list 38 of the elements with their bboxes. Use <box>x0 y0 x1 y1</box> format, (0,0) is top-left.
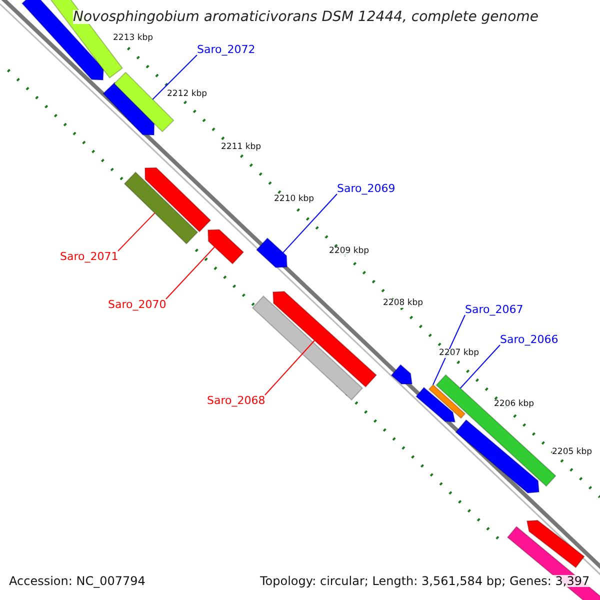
gene-block <box>455 419 540 494</box>
info-text: Accession: NC_007794 <box>9 575 146 587</box>
scale-label: 2210 kbp <box>274 195 314 204</box>
gene-block <box>207 229 244 265</box>
leader-line <box>152 54 198 100</box>
leader-line <box>166 246 216 300</box>
gene-block <box>506 526 600 600</box>
scale-label: 2208 kbp <box>383 299 424 308</box>
scale-label: 2213 kbp <box>113 34 154 42</box>
leader-line <box>460 344 500 389</box>
gene-label: Saro_2066 <box>500 334 558 345</box>
gene-label: Saro_2071 <box>60 251 118 262</box>
gene-block <box>390 364 413 384</box>
gene-block <box>124 172 198 244</box>
leader-line <box>282 194 338 254</box>
leader-line <box>432 314 466 386</box>
scale-label: 2206 kbp <box>494 400 534 408</box>
gene-label: Saro_2068 <box>207 395 266 406</box>
scale-label: 2207 kbp <box>439 349 480 358</box>
gene-label: Saro_2067 <box>465 304 524 315</box>
gene-block <box>526 520 585 568</box>
leader-line <box>264 340 315 396</box>
gene-block <box>428 384 466 419</box>
map-title: Novosphingobium aromaticivorans DSM 12444, complete genome <box>73 10 538 24</box>
gene-block <box>415 386 456 423</box>
gene-block <box>256 237 288 268</box>
scale-label: 2205 kbp <box>552 448 592 456</box>
gene-block <box>102 82 155 136</box>
gene-block <box>144 167 212 232</box>
gene-label: Saro_2070 <box>108 299 166 310</box>
info-text: Topology: circular; Length: 3,561,584 bp; Genes: 3,397 <box>260 575 590 587</box>
gene-label: Saro_2069 <box>337 183 396 194</box>
gene-block <box>272 290 378 388</box>
gene-label: Saro_2072 <box>197 44 256 55</box>
scale-label: 2211 kbp <box>221 143 262 152</box>
leader-line <box>118 212 156 252</box>
scale-label: 2209 kbp <box>329 247 370 256</box>
scale-label: 2212 kbp <box>167 90 208 98</box>
